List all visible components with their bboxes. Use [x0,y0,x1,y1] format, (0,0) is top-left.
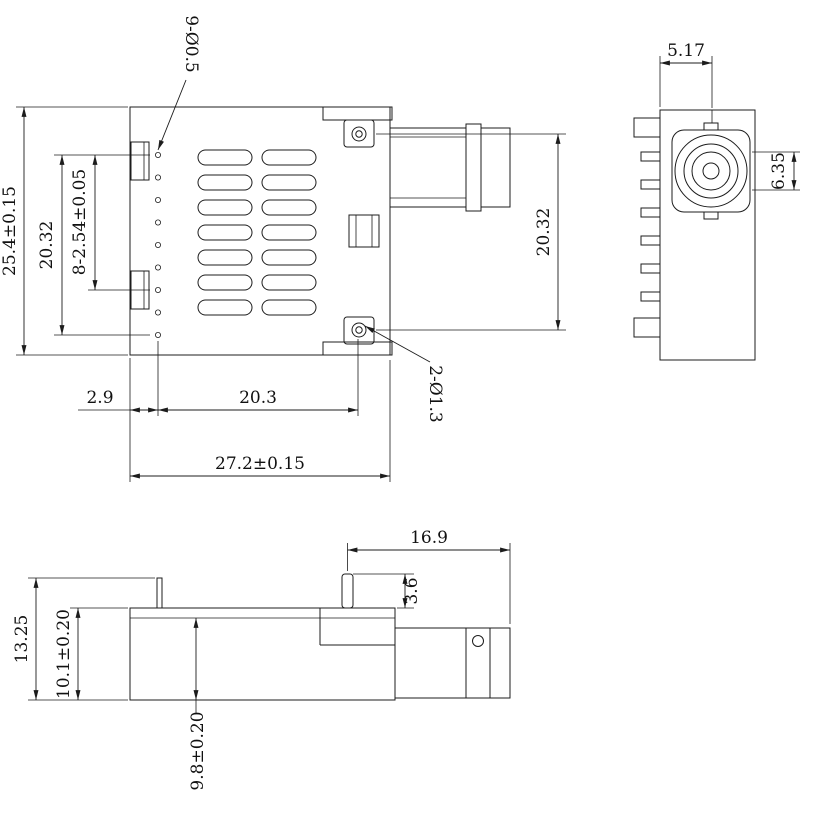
dim-label-edge-offset: 2.9 [86,388,113,408]
bottom-body-outline [129,607,396,701]
dim-label-front-total-height: 25.4±0.15 [0,186,20,276]
side-view [633,109,756,361]
bottom-post [341,573,354,609]
front-pin-holes [154,151,161,338]
dim-label-pin-pitch: 8-2.54±0.05 [70,169,90,276]
front-dimensions: 25.4±0.15 20.32 8-2.54±0.05 20.32 2.9 20… [0,15,566,482]
dim-label-body-height: 10.1±0.20 [54,609,74,699]
dim-label-pin-span: 20.32 [37,221,57,270]
dim-label-bottom-total-height: 13.25 [12,615,32,664]
bottom-view [129,573,511,701]
front-view [129,106,511,356]
bottom-dimensions: 16.9 3.6 13.25 10.1±0.20 9.8±0.20 [12,528,511,791]
side-dimensions: 5.17 6.35 [659,41,800,191]
front-latch-detail [348,214,380,248]
bottom-index-pin [156,577,163,609]
dim-label-connector-bore: 6.35 [769,152,789,190]
note-label-mount-holes: 2-Ø1.3 [425,365,445,423]
dim-label-mount-span: 20.32 [534,208,554,257]
note-label-pin-holes: 9-Ø0.5 [181,15,201,73]
bottom-bnc-barrel [394,627,511,699]
front-top-tab [322,106,393,148]
side-bnc-face [671,110,751,220]
front-body-outline [129,106,391,356]
front-vent-slots [197,149,317,316]
front-left-guides [130,141,150,310]
front-bottom-tab [322,316,393,356]
dim-label-connector-length: 16.9 [410,528,448,548]
dim-label-connector-offset: 5.17 [667,41,705,61]
side-pins [633,117,661,338]
dim-label-front-total-width: 27.2±0.15 [215,454,305,474]
side-body-outline [659,109,756,361]
dim-label-seating-depth: 9.8±0.20 [188,711,208,790]
front-bnc-connector [389,123,511,212]
dim-label-hole-offset: 20.3 [239,388,277,408]
dim-label-post-height: 3.6 [402,577,422,604]
